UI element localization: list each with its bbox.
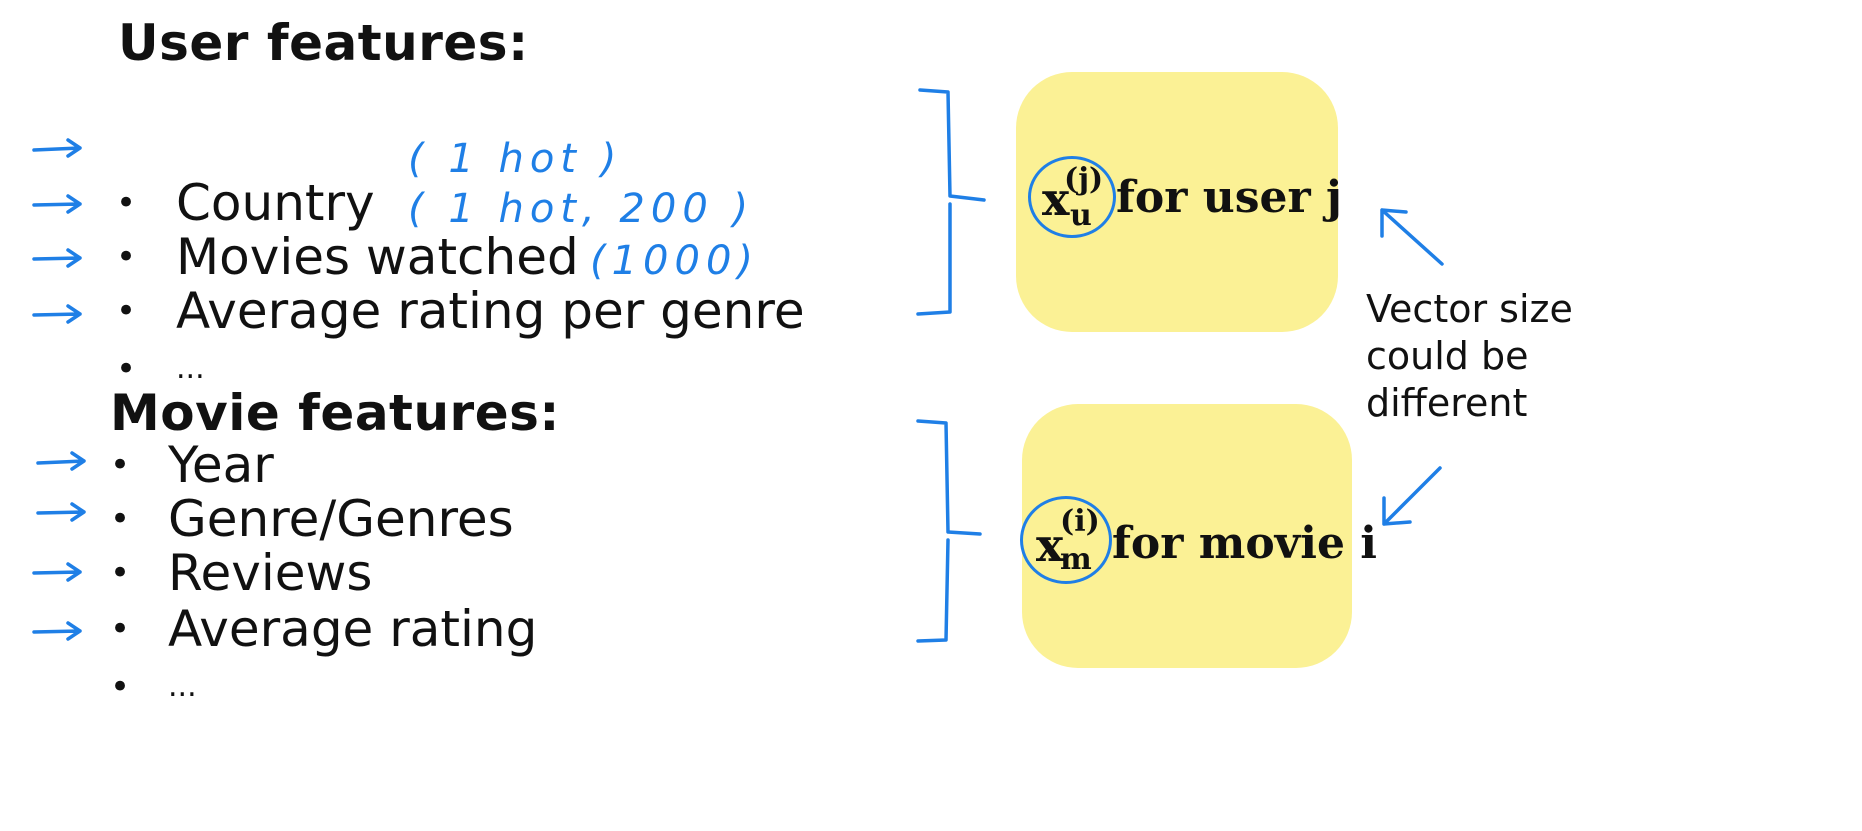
note-line: different <box>1366 381 1528 425</box>
curly-brace-icon <box>916 88 986 316</box>
right-arrow-icon <box>32 248 82 268</box>
feature-label: Movies watched <box>176 228 579 286</box>
vector-description: for user j <box>1116 172 1342 223</box>
right-arrow-icon <box>32 304 82 324</box>
right-arrow-icon <box>32 194 82 214</box>
bullet: • <box>110 445 131 485</box>
feature-label: Country <box>176 174 375 232</box>
feature-label: ... <box>176 351 205 386</box>
right-arrow-icon <box>32 138 82 158</box>
bullet: • <box>110 667 131 707</box>
right-arrow-icon <box>36 451 86 471</box>
feature-label: Reviews <box>168 544 373 602</box>
right-arrow-icon <box>36 502 86 522</box>
note-line: could be <box>1366 334 1529 378</box>
right-arrow-icon <box>32 621 82 641</box>
gender-note: ( 1 hot ) <box>408 136 623 182</box>
feature-label: Average rating per genre <box>176 282 805 340</box>
feature-label: Year <box>168 436 274 494</box>
bullet: • <box>116 349 137 389</box>
bullet: • <box>110 553 131 593</box>
circle-annotation <box>1028 156 1116 238</box>
feature-label: Genre/Genres <box>168 490 514 548</box>
bullet: • <box>116 183 137 223</box>
user-features-heading: User features: <box>118 14 529 72</box>
down-left-arrow-icon <box>1382 466 1442 526</box>
bullet: • <box>116 291 137 331</box>
bullet: • <box>110 609 131 649</box>
vector-size-note: Vector size could be different <box>1366 286 1573 427</box>
vector-description: for movie i <box>1112 518 1377 569</box>
movie-features-heading: Movie features: <box>110 384 560 442</box>
feature-label: ... <box>168 669 197 704</box>
note-line: Vector size <box>1366 287 1573 331</box>
right-arrow-icon <box>32 562 82 582</box>
curly-brace-icon <box>916 419 982 643</box>
movies-watched-note: (1000) <box>590 238 760 284</box>
feature-label: Average rating <box>168 600 538 658</box>
up-left-arrow-icon <box>1380 208 1444 266</box>
country-note: ( 1 hot, 200 ) <box>408 186 755 232</box>
bullet: • <box>116 237 137 277</box>
circle-annotation <box>1020 496 1112 584</box>
bullet: • <box>110 499 131 539</box>
